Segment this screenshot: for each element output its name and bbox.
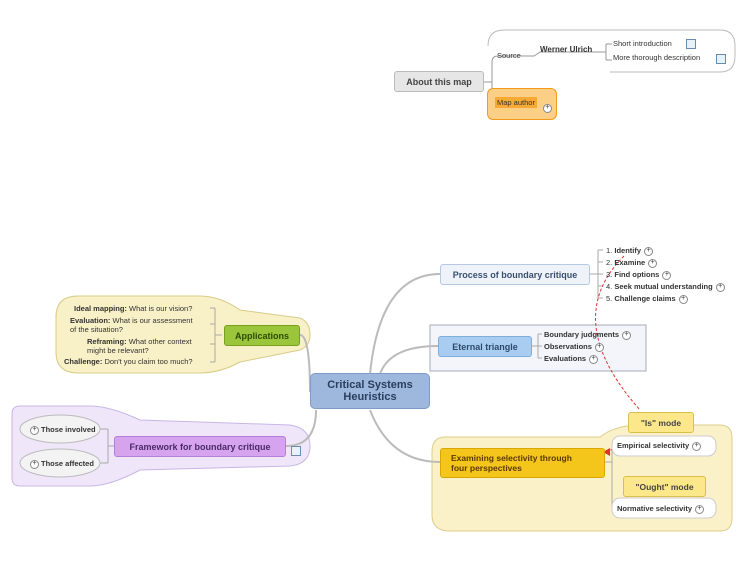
note-icon[interactable] [716,54,726,64]
step-label: Seek mutual understanding [614,282,713,291]
about-topic[interactable]: About this map [394,71,484,92]
triangle-item[interactable]: Observations+ [544,342,604,352]
framework-item[interactable]: +Those affected [30,459,94,469]
triangle-item-label: Evaluations [544,354,587,363]
process-step[interactable]: 1. Identify+ [606,246,654,256]
map-author-label[interactable]: Map author [495,97,537,108]
process-title: Process of boundary critique [452,269,578,280]
process-step[interactable]: 4. Seek mutual understanding+ [606,282,725,292]
application-item-text: What is our assessment [112,316,193,325]
triangle-item-label: Boundary judgments [544,330,620,339]
source-label: Source [497,51,521,60]
step-number: 3. [606,270,613,279]
framework-item[interactable]: +Those involved [30,425,96,435]
ought-mode-callout[interactable]: "Ought" mode [623,476,706,497]
triangle-title: Eternal triangle [452,341,518,352]
expand-icon[interactable]: + [662,270,672,280]
expand-icon[interactable]: + [589,354,599,364]
expand-icon[interactable]: + [692,441,702,451]
step-label: Examine [614,258,646,267]
process-step[interactable]: 2. Examine+ [606,258,658,268]
framework-item-label: Those involved [41,425,96,434]
is-mode-label: "Is" mode [640,417,682,428]
selectivity-topic[interactable]: Examining selectivity through four persp… [440,448,605,478]
expand-icon[interactable]: + [30,425,39,435]
application-item[interactable]: Challenge: Don't you claim too much? [64,357,193,366]
step-label: Identify [614,246,642,255]
normative-label: Normative selectivity [617,504,693,513]
normative-item[interactable]: Normative selectivity+ [617,504,705,514]
applications-topic[interactable]: Applications [224,325,300,346]
step-number: 1. [606,246,613,255]
expand-icon[interactable]: + [678,294,688,304]
framework-topic[interactable]: Framework for boundary critique [114,436,286,457]
long-desc-link[interactable]: More thorough description [613,53,701,62]
application-item-text: of the situation? [70,325,123,334]
application-item-text: What is our vision? [129,304,193,313]
application-item-text: Don't you claim too much? [104,357,193,366]
process-step[interactable]: 3. Find options+ [606,270,672,280]
triangle-topic[interactable]: Eternal triangle [438,336,532,357]
note-icon[interactable] [686,39,696,49]
application-item-bold: Challenge: [64,357,103,366]
applications-panel [55,295,311,374]
expand-icon[interactable]: + [543,104,552,113]
about-title: About this map [406,76,472,87]
expand-icon[interactable]: + [622,330,632,340]
process-topic[interactable]: Process of boundary critique [440,264,590,285]
central-line2: Heuristics [343,391,397,403]
step-number: 5. [606,294,613,303]
applications-title: Applications [234,330,289,341]
application-item-bold: Evaluation: [70,316,111,325]
selectivity-line1: Examining selectivity through [451,453,572,463]
empirical-item[interactable]: Empirical selectivity+ [617,441,702,451]
step-label: Challenge claims [614,294,676,303]
step-number: 2. [606,258,613,267]
application-item-bold: Ideal mapping: [74,304,127,313]
framework-title: Framework for boundary critique [129,441,271,452]
framework-item-label: Those affected [41,459,94,468]
triangle-item-label: Observations [544,342,592,351]
step-label: Find options [614,270,660,279]
expand-icon[interactable]: + [648,258,658,268]
selectivity-line2: four perspectives [451,463,522,473]
is-mode-callout[interactable]: "Is" mode [628,412,694,433]
step-number: 4. [606,282,613,291]
application-item[interactable]: Ideal mapping: What is our vision? [74,304,192,313]
central-line1: Critical Systems [327,379,413,391]
note-icon[interactable] [291,446,301,456]
expand-icon[interactable]: + [594,342,604,352]
expand-icon[interactable]: + [715,282,725,292]
short-intro-link[interactable]: Short introduction [613,39,672,48]
author-name: Werner Ulrich [540,45,593,54]
triangle-item[interactable]: Evaluations+ [544,354,599,364]
process-step[interactable]: 5. Challenge claims+ [606,294,688,304]
application-item-bold: Reframing: [87,337,127,346]
empirical-label: Empirical selectivity [617,441,690,450]
central-topic[interactable]: Critical Systems Heuristics [310,373,430,409]
application-item-text: What other context [128,337,192,346]
expand-icon[interactable]: + [30,459,39,469]
expand-icon[interactable]: + [644,246,654,256]
expand-icon[interactable]: + [695,504,705,514]
ought-mode-label: "Ought" mode [635,481,694,492]
application-item-text: might be relevant? [87,346,149,355]
triangle-item[interactable]: Boundary judgments+ [544,330,632,340]
